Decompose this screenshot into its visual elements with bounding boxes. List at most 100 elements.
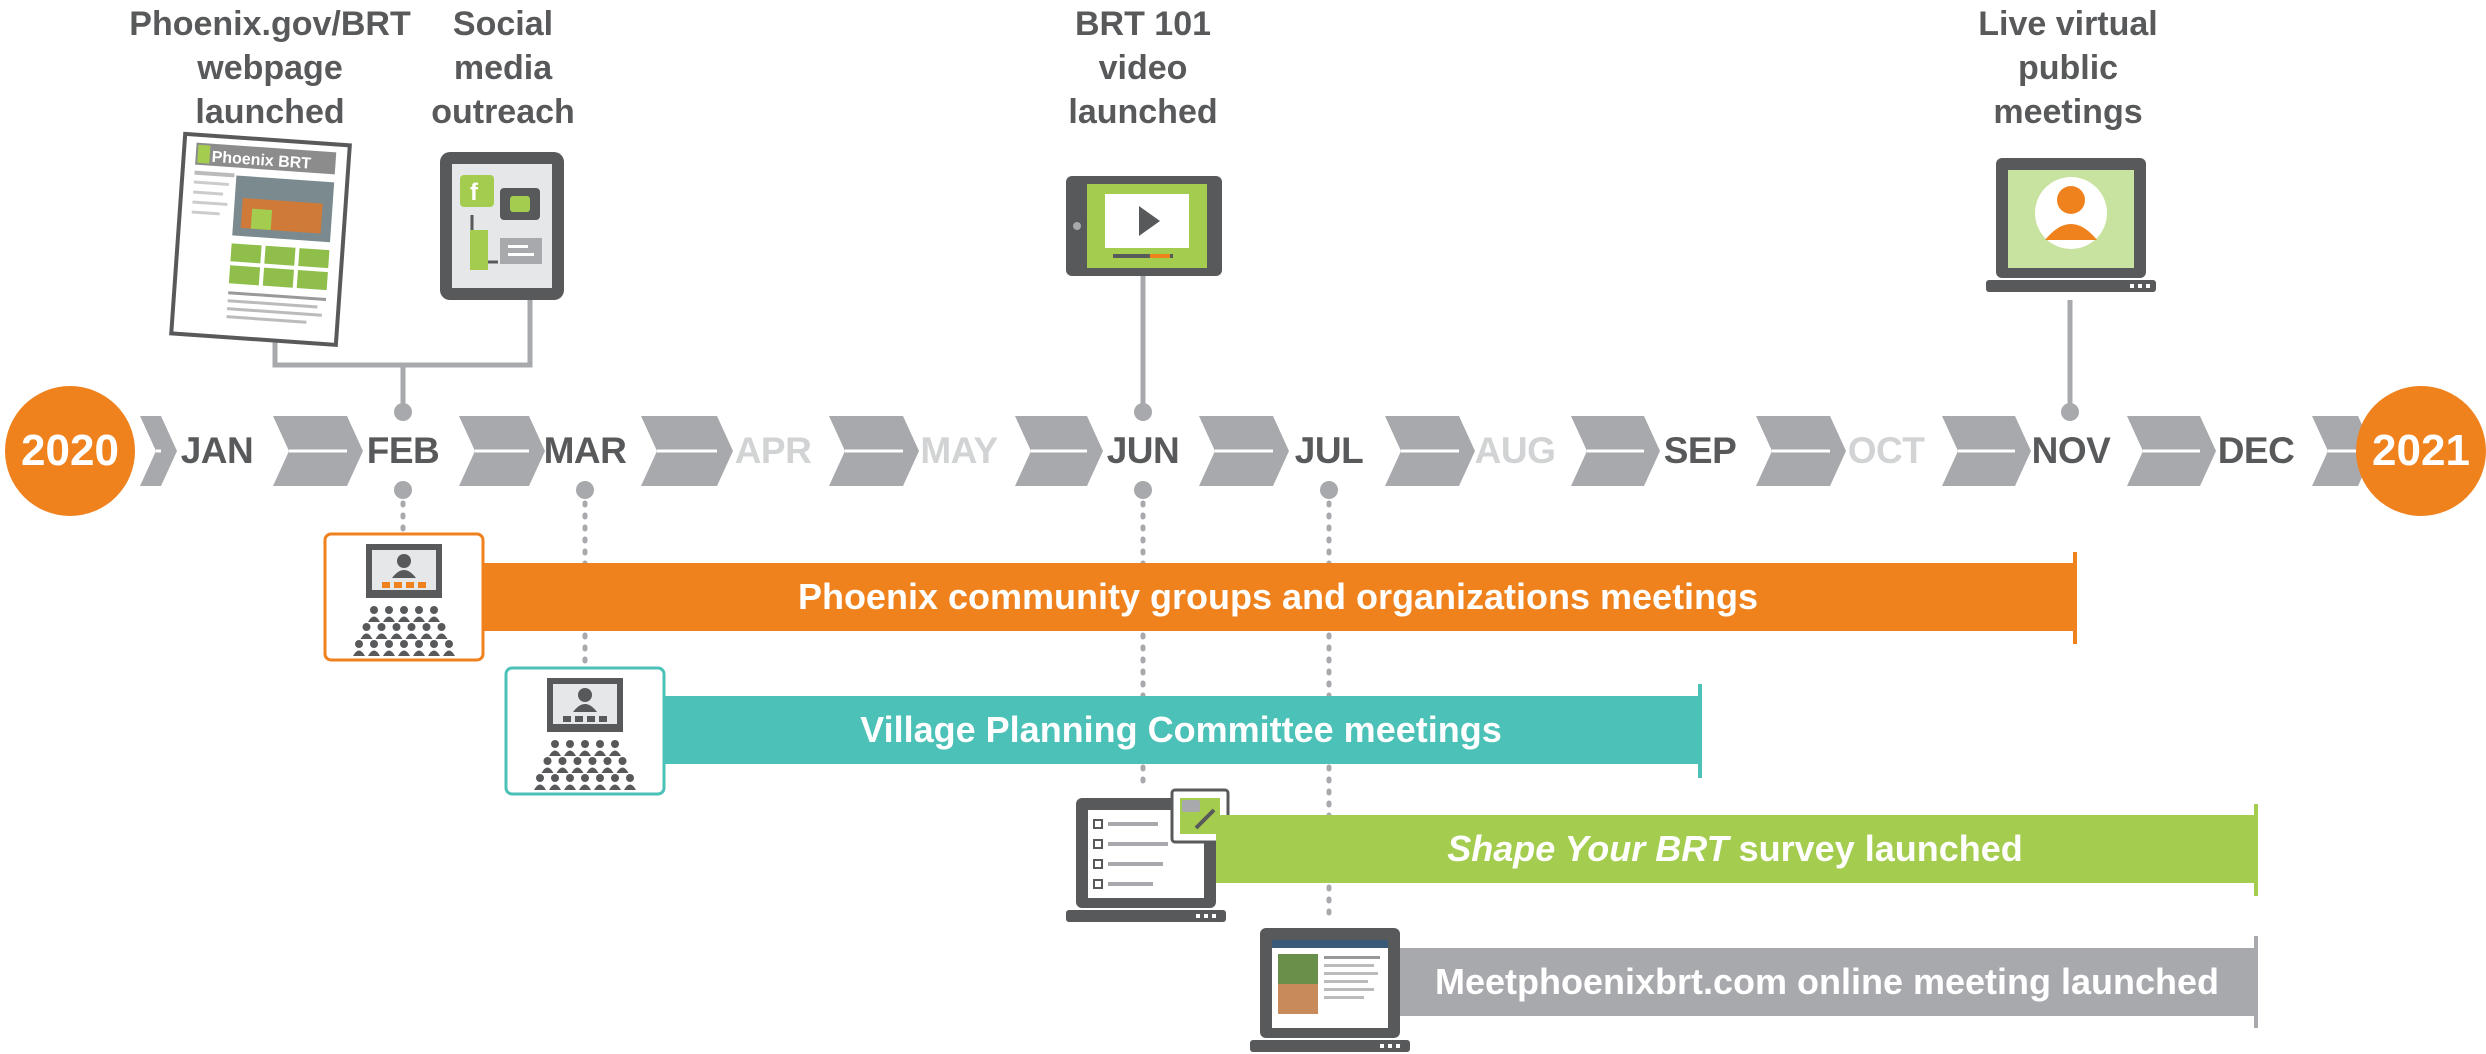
person-head [385, 640, 393, 648]
start-year-badge: 2020 [5, 386, 135, 516]
month-sep: SEP [1663, 430, 1737, 471]
person-body [383, 616, 395, 622]
milestone-video-label: BRT 101 video launched [1068, 5, 1218, 131]
person-body [413, 616, 425, 622]
person-body [601, 767, 614, 773]
milestone-virtual-label: Live virtual public meetings [1978, 5, 2158, 131]
person-head [415, 606, 423, 614]
person-body [435, 633, 448, 639]
person-body [368, 616, 380, 622]
feb-top-dot [394, 403, 412, 421]
person-body [594, 750, 606, 756]
timeline-ribbon [140, 416, 2374, 486]
person-body [534, 784, 546, 790]
person-body [375, 633, 388, 639]
village-meetings-label: Village Planning Committee meetings [860, 709, 1502, 750]
video-tablet-icon [1066, 176, 1222, 276]
nov-top-dot [2061, 403, 2079, 421]
month-mar: MAR [543, 430, 627, 471]
survey-bar-end [2254, 804, 2258, 896]
person-head [377, 623, 386, 631]
survey-bar: Shape Your BRT survey launched [1216, 815, 2254, 883]
person-body [609, 750, 621, 756]
person-head [543, 757, 552, 765]
month-nov: NOV [2031, 430, 2111, 471]
person-body [586, 767, 599, 773]
survey-label-rest: survey launched [1728, 828, 2023, 869]
webpage-thumb-title: Phoenix BRT [211, 149, 312, 173]
survey-label: Shape Your BRT survey launched [1447, 828, 2023, 870]
person-body [360, 633, 373, 639]
person-head [430, 640, 438, 648]
person-body [571, 767, 584, 773]
audience-people [353, 606, 455, 656]
milestone-social-label: Social media outreach [431, 5, 575, 131]
person-body [549, 784, 561, 790]
survey-laptop-icon [1066, 788, 1230, 922]
person-head [596, 740, 604, 748]
person-head [581, 774, 589, 782]
person-body [428, 650, 440, 656]
person-head [566, 774, 574, 782]
person-head [588, 757, 597, 765]
person-body [428, 616, 440, 622]
person-head [400, 640, 408, 648]
person-body [609, 784, 621, 790]
community-meetings-bar: Phoenix community groups and organizatio… [483, 563, 2073, 631]
person-head [400, 606, 408, 614]
person-head [551, 774, 559, 782]
person-head [370, 640, 378, 648]
month-oct: OCT [1847, 430, 1925, 471]
person-head [437, 623, 446, 631]
month-jul: JUL [1294, 430, 1364, 471]
person-head [536, 774, 544, 782]
person-body [624, 784, 636, 790]
webpage-document-icon: Phoenix BRT [169, 131, 352, 347]
person-head [618, 757, 627, 765]
virtual-meeting-laptop-icon [1986, 158, 2156, 292]
month-aug: AUG [1474, 430, 1556, 471]
person-head [566, 740, 574, 748]
community-bar-end [2073, 552, 2077, 644]
person-body [556, 767, 569, 773]
milestone-webpage-label: Phoenix.gov/BRT webpage launched [129, 5, 411, 131]
person-body [420, 633, 433, 639]
month-feb: FEB [366, 430, 440, 471]
online-meeting-laptop-icon [1250, 928, 1410, 1052]
person-body [398, 650, 410, 656]
online-meeting-label: Meetphoenixbrt.com online meeting launch… [1434, 961, 2220, 1002]
person-head [573, 757, 582, 765]
person-head [362, 623, 371, 631]
person-head [596, 774, 604, 782]
person-head [392, 623, 401, 631]
milestone-dots [394, 403, 2079, 499]
online-meeting-bar: Meetphoenixbrt.com online meeting launch… [1400, 948, 2254, 1016]
person-head [551, 740, 559, 748]
person-body [353, 650, 365, 656]
village-meeting-icon [504, 666, 666, 796]
feb-bottom-dot [394, 481, 412, 499]
person-head [611, 740, 619, 748]
person-head [415, 640, 423, 648]
person-body [405, 633, 418, 639]
milestone-connectors [272, 276, 2073, 410]
person-body [368, 650, 380, 656]
jun-top-dot [1134, 403, 1152, 421]
jul-bottom-dot [1320, 481, 1338, 499]
person-body [564, 750, 576, 756]
person-body [564, 784, 576, 790]
person-head [370, 606, 378, 614]
person-body [541, 767, 554, 773]
person-head [355, 640, 363, 648]
mar-bottom-dot [576, 481, 594, 499]
svg-text:f: f [470, 179, 479, 206]
person-head [407, 623, 416, 631]
village-bar-end [1698, 684, 1702, 778]
month-apr: APR [734, 430, 812, 471]
person-head [611, 774, 619, 782]
month-dec: DEC [2217, 430, 2295, 471]
community-meetings-label: Phoenix community groups and organizatio… [797, 576, 1759, 617]
person-head [558, 757, 567, 765]
person-head [626, 774, 634, 782]
